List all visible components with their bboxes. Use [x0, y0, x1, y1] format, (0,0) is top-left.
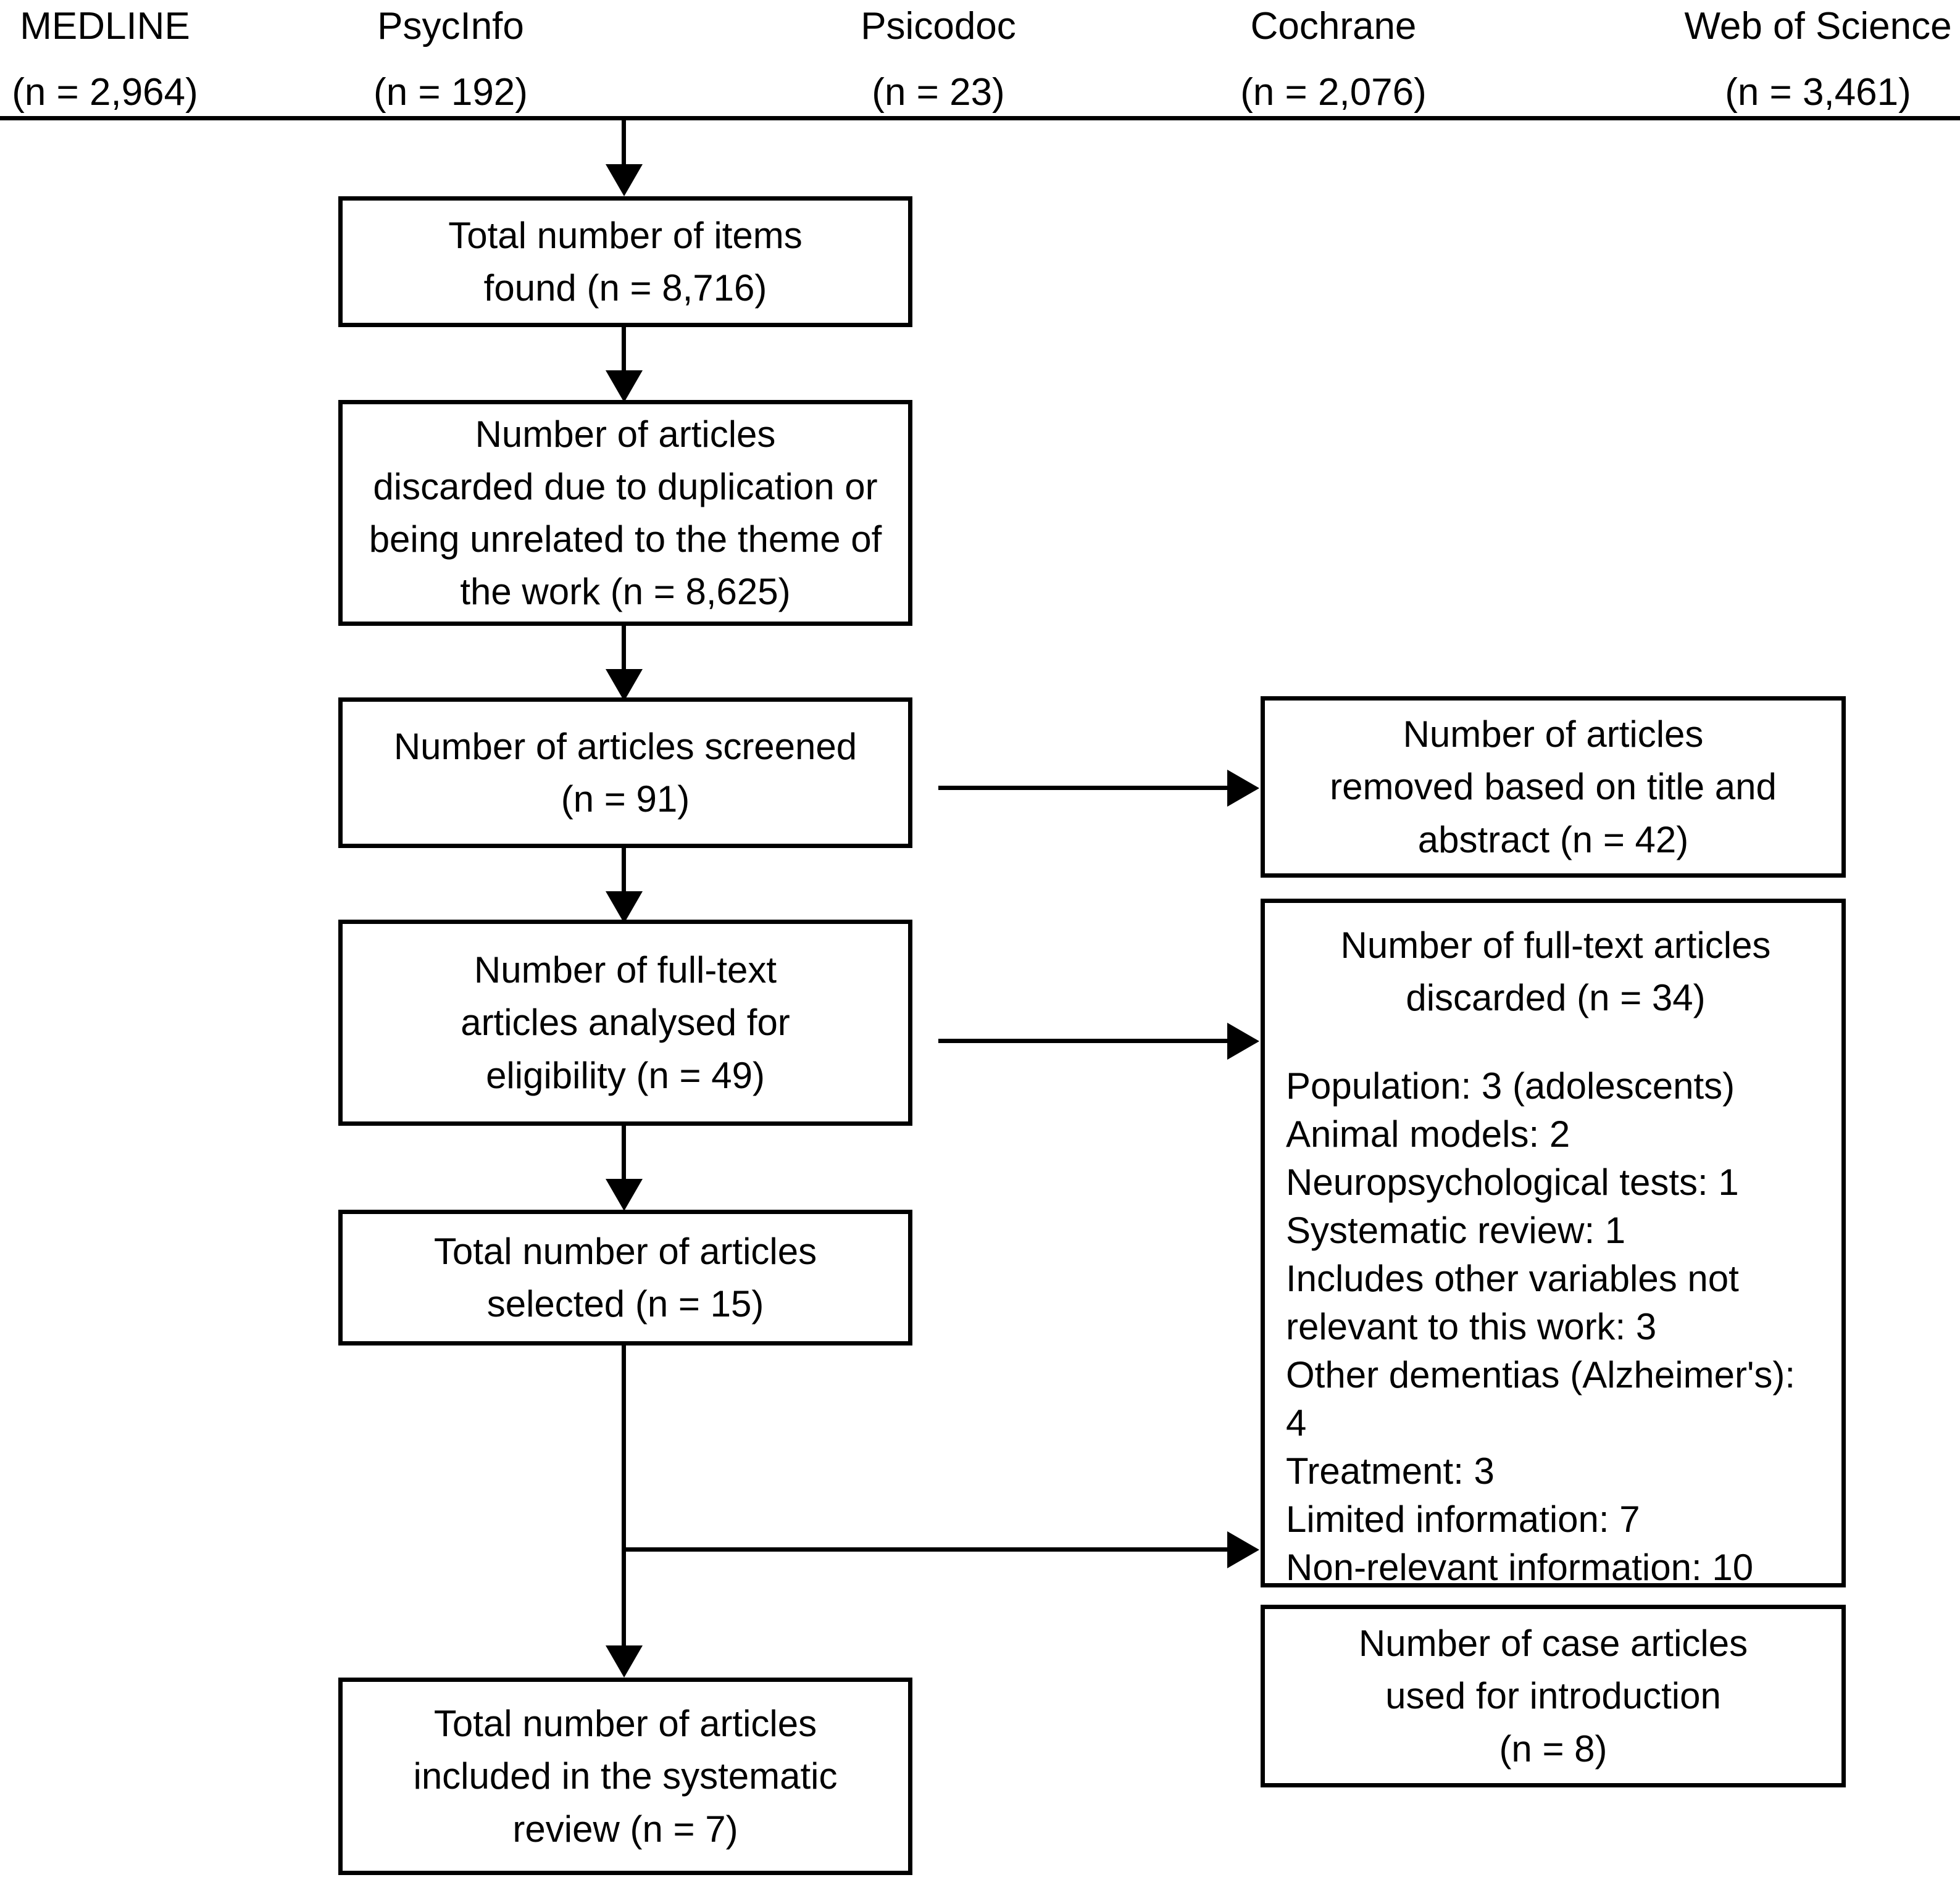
reason-item: Includes other variables not relevant to… [1286, 1258, 1739, 1348]
source-column-psicodoc: Psicodoc (n = 23) [833, 0, 1043, 115]
arrowhead-selected-to-included [606, 1645, 643, 1678]
connector-eligibility-to-fulltext-excluded [938, 1039, 1228, 1043]
source-count: (n = 192) [373, 71, 528, 114]
arrowhead-eligibility-to-selected [606, 1179, 643, 1211]
reason-item: Population: 3 (adolescents) [1286, 1065, 1735, 1107]
reason-item: Animal models: 2 [1286, 1113, 1570, 1155]
excluded-fulltext-heading: Number of full-text articles discarded (… [1286, 919, 1825, 1024]
source-name: MEDLINE [20, 5, 190, 48]
reason-item: Systematic review: 1 [1286, 1210, 1626, 1252]
box-articles-selected: Total number of articles selected (n = 1… [338, 1210, 912, 1346]
source-name: Web of Science [1684, 5, 1952, 48]
box-articles-screened: Number of articles screened (n = 91) [338, 697, 912, 848]
arrowhead-screened-to-eligibility [606, 891, 643, 923]
reason-item: Other dementias (Alzheimer's): 4 [1286, 1354, 1796, 1444]
box-records-identified: Total number of items found (n = 8,716) [338, 196, 912, 327]
arrowhead-eligibility-to-fulltext-excluded [1227, 1023, 1259, 1060]
arrowhead-identified-to-duplicates [606, 370, 643, 402]
box-line: found (n = 8,716) [483, 267, 767, 309]
box-line: review (n = 7) [512, 1808, 738, 1850]
box-case-articles-introduction: Number of case articles used for introdu… [1261, 1605, 1846, 1787]
source-name: Cochrane [1250, 5, 1417, 48]
connector-screened-to-title-abstract [938, 786, 1228, 790]
source-column-web-of-science: Web of Science (n = 3,461) [1676, 0, 1960, 115]
box-line: discarded due to duplication or [373, 465, 878, 507]
connector-selected-to-included [622, 1344, 626, 1653]
connector-sources-to-identified [622, 120, 626, 172]
box-excluded-title-abstract: Number of articles removed based on titl… [1261, 696, 1846, 878]
box-line: (n = 8) [1499, 1728, 1608, 1770]
arrowhead-screened-to-title-abstract [1227, 770, 1259, 807]
reason-item: Treatment: 3 [1286, 1450, 1495, 1492]
reason-item: Non-relevant information: 10 [1286, 1547, 1754, 1589]
connector-duplicates-to-screened [622, 625, 626, 676]
box-excluded-fulltext-reasons: Number of full-text articles discarded (… [1261, 899, 1846, 1588]
box-line: discarded (n = 34) [1406, 977, 1706, 1019]
reason-item: Neuropsychological tests: 1 [1286, 1162, 1739, 1204]
box-line: eligibility (n = 49) [486, 1054, 765, 1096]
source-count: (n = 3,461) [1725, 71, 1911, 114]
box-fulltext-eligibility: Number of full-text articles analysed fo… [338, 920, 912, 1126]
source-name: PsycInfo [377, 5, 524, 48]
source-name: Psicodoc [861, 5, 1016, 48]
header-divider-rule [0, 116, 1960, 120]
box-line: Number of articles [1403, 713, 1704, 755]
source-column-cochrane: Cochrane (n = 2,076) [1228, 0, 1438, 115]
box-articles-included: Total number of articles included in the… [338, 1678, 912, 1875]
source-count: (n = 23) [872, 71, 1005, 114]
box-line: the work (n = 8,625) [460, 571, 791, 613]
box-records-discarded-duplicates: Number of articles discarded due to dupl… [338, 400, 912, 626]
connector-selected-to-case-articles [622, 1547, 1228, 1552]
connector-identified-to-duplicates [622, 326, 626, 378]
connector-screened-to-eligibility [622, 847, 626, 899]
source-count: (n = 2,964) [12, 71, 198, 114]
box-line: included in the systematic [413, 1755, 838, 1797]
box-line: Total number of articles [433, 1703, 817, 1745]
box-line: being unrelated to the theme of [369, 518, 882, 560]
arrowhead-duplicates-to-screened [606, 669, 643, 701]
box-line: used for introduction [1385, 1675, 1721, 1717]
box-line: Number of articles screened [393, 725, 857, 767]
reason-item: Limited information: 7 [1286, 1499, 1640, 1541]
arrowhead-selected-to-case-articles [1227, 1531, 1259, 1568]
box-line: removed based on title and [1330, 766, 1777, 808]
box-line: Total number of articles [433, 1230, 817, 1272]
box-line: selected (n = 15) [486, 1283, 764, 1325]
box-line: (n = 91) [561, 778, 690, 820]
box-line: Number of full-text [473, 949, 777, 991]
box-line: Number of case articles [1358, 1623, 1748, 1665]
source-count: (n = 2,076) [1240, 71, 1427, 114]
connector-eligibility-to-selected [622, 1125, 626, 1186]
box-line: Number of articles [475, 413, 776, 455]
box-line: articles analysed for [461, 1002, 790, 1044]
source-column-medline: MEDLINE (n = 2,964) [0, 0, 210, 115]
box-line: abstract (n = 42) [1417, 818, 1689, 860]
excluded-fulltext-reason-list: Population: 3 (adolescents) Animal model… [1286, 1062, 1825, 1592]
box-line: Number of full-text articles [1340, 925, 1771, 966]
source-column-psycinfo: PsycInfo (n = 192) [346, 0, 556, 115]
box-line: Total number of items [448, 214, 803, 256]
arrowhead-sources-to-identified [606, 164, 643, 196]
